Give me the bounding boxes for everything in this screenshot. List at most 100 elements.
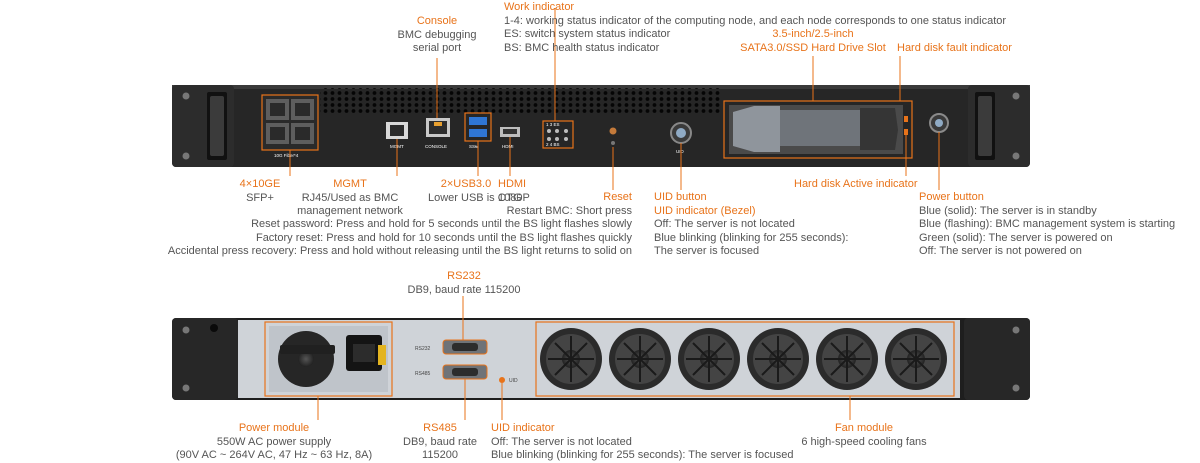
reset-title: Reset: [603, 191, 632, 203]
fan-module-callout: Fan module 6 high-speed cooling fans: [794, 422, 934, 449]
hdmi-title: HDMI: [498, 178, 527, 190]
sfp-ports: 10G Fiber*4: [261, 94, 319, 158]
led-bottom-label: 2 4 BS: [546, 142, 560, 147]
power-button-line: Off: The server is not powered on: [919, 245, 1082, 257]
fan-module-title: Fan module: [834, 422, 894, 434]
front-right-ear: [968, 85, 1030, 167]
rear-uid-callout: UID indicator Off: The server is not loc…: [491, 422, 793, 463]
power-button-line: Blue (solid): The server is in standby: [919, 204, 1097, 217]
work-indicator-line: 1-4: working status indicator of the com…: [504, 14, 1007, 27]
console-callout: Console BMC debugging serial port: [374, 15, 500, 56]
reset-line: Accidental press recovery: Press and hol…: [167, 245, 632, 257]
sfp-port-label: 10G Fiber*4: [274, 153, 299, 158]
console-port[interactable]: CONSOLE: [425, 118, 450, 149]
rear-chassis: RS232 RS485 UID: [172, 318, 1030, 400]
reset-line: Reset password: Press and hold for 5 sec…: [251, 218, 632, 230]
rear-left-ear: [172, 318, 238, 400]
uid-button-line: The server is focused: [654, 245, 760, 257]
hd-active-callout: Hard disk Active indicator: [794, 178, 918, 192]
rear-uid-line: Off: The server is not located: [491, 435, 632, 448]
hdmi-port-label: HDMI: [502, 144, 514, 149]
power-module-line: 550W AC power supply: [216, 435, 332, 448]
console-port-label: CONSOLE: [425, 144, 447, 149]
hd-active-title: Hard disk Active indicator: [794, 178, 918, 190]
reset-line: Restart BMC: Short press: [506, 204, 632, 217]
rs485-port-label: RS485: [415, 371, 431, 377]
usb-port-label: SS⇆: [469, 144, 479, 149]
power-button-title: Power button: [919, 191, 984, 203]
sfp-line: SFP+: [246, 191, 274, 204]
front-left-ear: [172, 85, 234, 167]
power-button-callout: Power button Blue (solid): The server is…: [919, 191, 1175, 259]
mgmt-line: RJ45/Used as BMC: [301, 191, 399, 204]
front-chassis: 10G Fiber*4 MGMT CONSOLE SS⇆ HDMI: [172, 85, 1030, 167]
fan-6: [885, 328, 947, 390]
rs232-title: RS232: [447, 270, 481, 282]
hdmi-line: 1080P: [498, 191, 530, 204]
fan-4: [747, 328, 809, 390]
reset-line: Factory reset: Press and hold for 10 sec…: [255, 231, 632, 244]
hard-drive-slot[interactable]: [723, 100, 913, 159]
power-button-line: Blue (flashing): BMC management system i…: [919, 218, 1176, 230]
uid-button-label: UID: [676, 149, 685, 154]
rear-uid-indicator: UID: [499, 377, 518, 384]
rear-uid-label: UID: [509, 378, 518, 384]
uid-button-line: Off: The server is not located: [654, 218, 795, 230]
rs232-port-label: RS232: [415, 346, 431, 352]
power-button-line: Green (solid): The server is powered on: [919, 231, 1113, 244]
work-indicator-line: BS: BMC health status indicator: [504, 41, 660, 54]
power-supply-module: [264, 321, 393, 397]
uid-button-callout: UID button UID indicator (Bezel) Off: Th…: [654, 191, 848, 259]
hdmi-port[interactable]: HDMI: [500, 127, 520, 149]
usb-title: 2×USB3.0: [440, 178, 492, 190]
fan-2: [609, 328, 671, 390]
rs485-line: 115200: [422, 449, 458, 461]
console-title: Console: [416, 15, 458, 27]
front-vent-grille: [320, 88, 720, 114]
console-line: BMC debugging: [397, 28, 477, 41]
power-module-callout: Power module 550W AC power supply (90V A…: [168, 422, 380, 463]
work-indicator-line: ES: switch system status indicator: [504, 28, 671, 40]
reset-button[interactable]: [609, 127, 617, 146]
front-callout-lines: [289, 8, 940, 190]
uid-bezel-title: UID indicator (Bezel): [654, 204, 756, 217]
usb-callout: 2×USB3.0 Lower USB is OTG: [428, 178, 522, 205]
hd-fault-callout: Hard disk fault indicator: [897, 42, 1012, 56]
drive-slot-title: 3.5-inch/2.5-inch: [772, 28, 854, 40]
mgmt-line: management network: [297, 205, 403, 217]
power-button[interactable]: [929, 113, 949, 133]
hd-fault-title: Hard disk fault indicator: [897, 42, 1012, 54]
rs485-title: RS485: [423, 422, 457, 434]
sfp-callout: 4×10GE SFP+: [230, 178, 290, 205]
rear-uid-line: Blue blinking (blinking for 255 seconds)…: [491, 449, 794, 461]
fan-3: [678, 328, 740, 390]
hdmi-callout: HDMI 1080P: [498, 178, 530, 205]
uid-button[interactable]: UID: [670, 122, 692, 154]
work-indicator-title: Work indicator: [504, 1, 575, 13]
led-top-label: 1 3 ES: [546, 122, 560, 127]
drive-slot-callout: 3.5-inch/2.5-inch SATA3.0/SSD Hard Drive…: [740, 28, 886, 55]
console-line: serial port: [412, 42, 462, 54]
fan-5: [816, 328, 878, 390]
rs485-line: DB9, baud rate: [403, 435, 477, 448]
uid-button-title: UID button: [654, 191, 707, 203]
rs232-callout: RS232 DB9, baud rate 115200: [388, 270, 540, 297]
rs485-port[interactable]: RS485: [415, 364, 488, 380]
mgmt-title: MGMT: [333, 178, 367, 190]
rear-callout-lines: [317, 296, 851, 420]
rs232-port[interactable]: RS232: [415, 339, 488, 355]
work-indicator-callout: Work indicator 1-4: working status indic…: [504, 1, 1006, 55]
drive-slot-title: SATA3.0/SSD Hard Drive Slot: [740, 41, 886, 54]
sfp-title: 4×10GE: [239, 178, 281, 190]
rear-right-ear: [964, 318, 1030, 400]
rear-uid-title: UID indicator: [491, 422, 555, 434]
reset-callout: Reset Restart BMC: Short press Reset pas…: [168, 191, 632, 259]
rs485-callout: RS485 DB9, baud rate 115200: [400, 422, 480, 463]
usb-line: Lower USB is OTG: [428, 191, 522, 204]
fan-1: [540, 328, 602, 390]
fan-module-line: 6 high-speed cooling fans: [801, 435, 927, 448]
mgmt-callout: MGMT RJ45/Used as BMC management network: [282, 178, 418, 219]
fan-module: [535, 321, 955, 397]
work-indicator-leds: 1 3 ES 2 4 BS: [542, 120, 574, 149]
power-module-title: Power module: [238, 422, 310, 434]
